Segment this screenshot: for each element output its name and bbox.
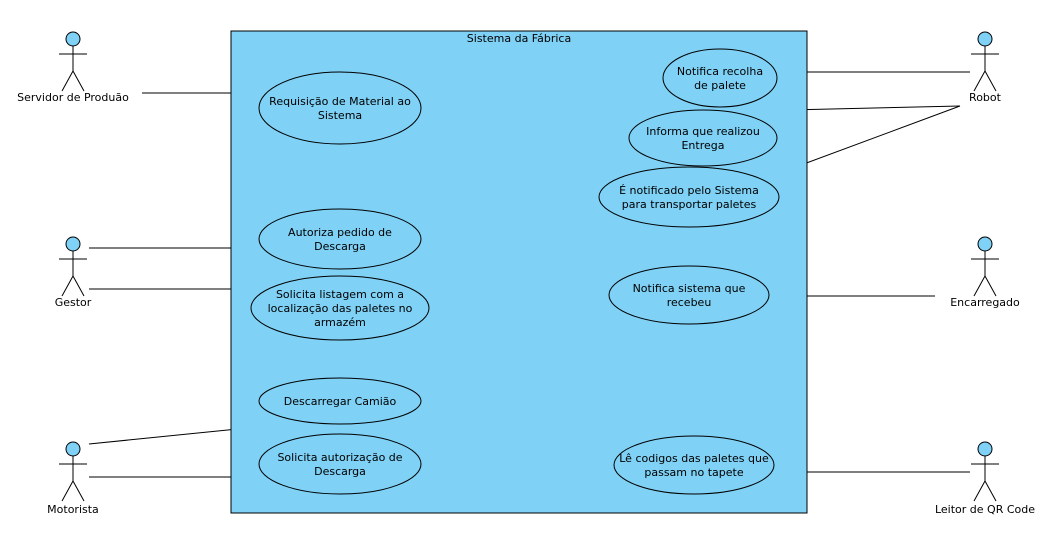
actor-motorista[interactable]: Motorista (47, 441, 99, 516)
actor-label: Leitor de QR Code (935, 503, 1035, 516)
use-case-ellipse (258, 433, 422, 495)
actor-left-leg (973, 70, 986, 92)
use-case-label: para transportar paletes (622, 198, 757, 211)
use-case-label: de palete (694, 79, 746, 92)
actor-left-leg (61, 70, 74, 92)
use-case-ellipse (258, 71, 422, 145)
use-case-ellipse (662, 48, 778, 108)
actor-right-leg (984, 275, 997, 297)
actor-left-leg (61, 275, 74, 297)
actor-right-leg (72, 70, 85, 92)
actor-servidor[interactable]: Servidor de Produão (17, 31, 129, 104)
actor-label: Servidor de Produão (17, 91, 129, 104)
use-case-label: Informa que realizou (646, 125, 760, 138)
actor-head (65, 236, 81, 252)
use-case-label: Descarga (314, 240, 366, 253)
actor-right-leg (984, 480, 997, 502)
actor-label: Robot (969, 91, 1002, 104)
stick-figure-icon (59, 31, 87, 92)
use-case-label: Requisição de Material ao (269, 95, 411, 108)
actor-right-leg (72, 480, 85, 502)
stick-figure-icon (971, 441, 999, 502)
stick-figure-icon (971, 31, 999, 92)
use-case-ellipse (250, 275, 430, 341)
use-case-label: armazém (314, 316, 366, 329)
use-case-label: localização das paletes no (268, 302, 413, 315)
actor-right-leg (984, 70, 997, 92)
use-case-label: recebeu (667, 296, 712, 309)
stick-figure-icon (971, 236, 999, 297)
use-case-label: Notifica sistema que (633, 282, 746, 295)
actor-robot[interactable]: Robot (969, 31, 1002, 104)
actor-head (977, 441, 993, 457)
use-case-label: Descarregar Camião (284, 395, 397, 408)
actor-head (65, 31, 81, 47)
use-case-ellipse (608, 265, 770, 325)
actor-head (977, 31, 993, 47)
actor-encarregado[interactable]: Encarregado (950, 236, 1020, 309)
use-case-label: Sistema (318, 109, 362, 122)
use-case-label: passam no tapete (644, 466, 743, 479)
use-case-ellipse (258, 208, 422, 270)
use-cases: Requisição de Material aoSistemaAutoriza… (250, 48, 780, 495)
use-case-label: Solicita autorização de (277, 451, 402, 464)
actor-head (977, 236, 993, 252)
use-case-ellipse (613, 435, 775, 495)
actor-label: Motorista (47, 503, 99, 516)
use-case-ellipse (598, 166, 780, 228)
actor-left-leg (973, 480, 986, 502)
actor-label: Gestor (55, 296, 92, 309)
use-case-label: Autoriza pedido de (288, 226, 392, 239)
actor-label: Encarregado (950, 296, 1020, 309)
actor-gestor[interactable]: Gestor (55, 236, 92, 309)
use-case-label: É notificado pelo Sistema (619, 184, 759, 197)
use-case-label: Lê codigos das paletes que (619, 452, 769, 465)
use-case-label: Notifica recolha (677, 65, 763, 78)
use-case-ellipse (628, 109, 778, 167)
stick-figure-icon (59, 441, 87, 502)
use-case-label: Solicita listagem com a (276, 288, 404, 301)
actor-leitor[interactable]: Leitor de QR Code (935, 441, 1035, 516)
use-case-uc4[interactable]: Descarregar Camião (258, 377, 422, 425)
actor-right-leg (72, 275, 85, 297)
actor-left-leg (61, 480, 74, 502)
system-title: Sistema da Fábrica (467, 32, 571, 45)
actor-left-leg (973, 275, 986, 297)
use-case-ellipse (258, 377, 422, 425)
actor-head (65, 441, 81, 457)
stick-figure-icon (59, 236, 87, 297)
use-case-label: Descarga (314, 465, 366, 478)
use-case-label: Entrega (681, 139, 724, 152)
